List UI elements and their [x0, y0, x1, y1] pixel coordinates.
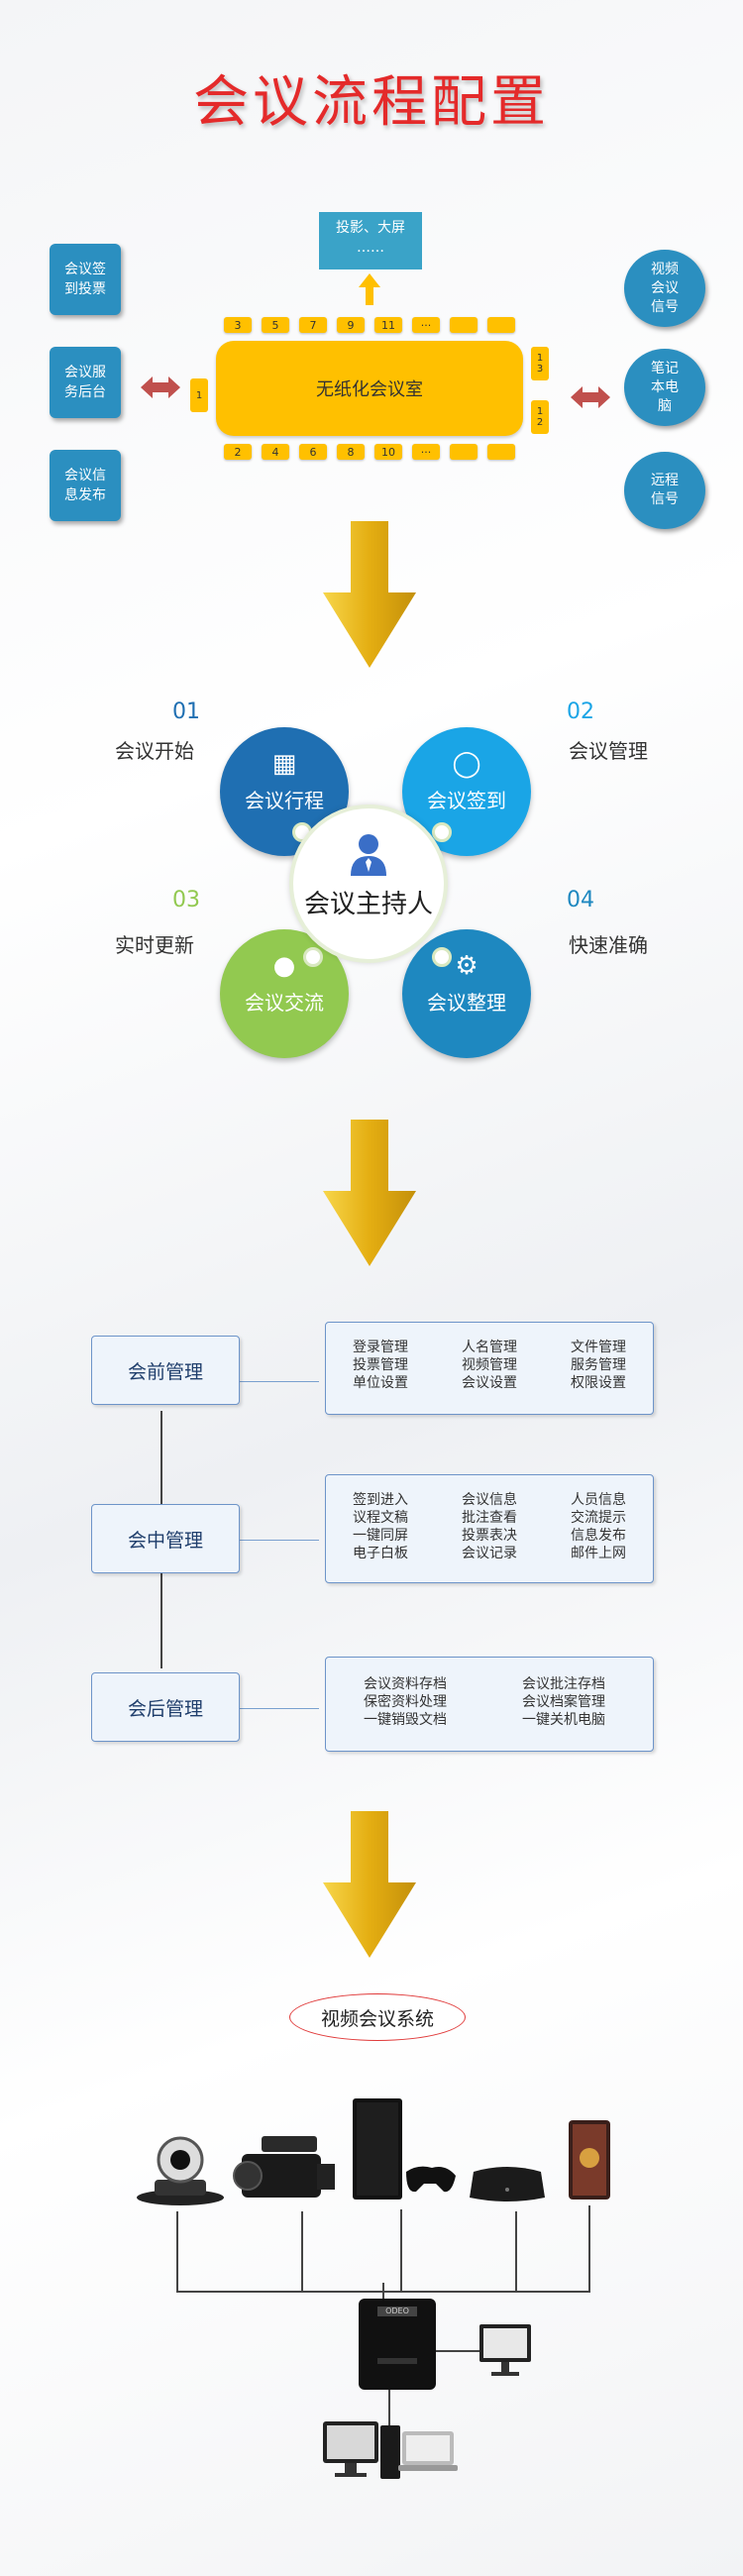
down-arrow-icon — [323, 1811, 416, 1958]
video-conference-label: 视频会议系统 — [289, 1993, 466, 2041]
pc-link-line — [388, 2390, 390, 2425]
double-arrow-icon — [141, 376, 180, 398]
game-console-icon — [353, 2098, 456, 2200]
remote-signal-circle: 远程信号 — [624, 452, 705, 529]
device-link-line — [301, 2211, 303, 2291]
step-label: 会议管理 — [569, 739, 648, 763]
calendar-icon: ▦ — [271, 749, 297, 779]
double-arrow-icon — [571, 386, 610, 408]
computers-icon — [323, 2421, 458, 2479]
seat — [450, 444, 478, 460]
host-label: 会议主持人 — [303, 890, 433, 919]
monitor-icon — [479, 2324, 531, 2376]
circle-organize: ⚙ 会议整理 — [402, 929, 531, 1058]
stage-pre-meeting: 会前管理 — [91, 1336, 240, 1405]
seat: 11 — [374, 317, 402, 333]
connector-dot — [432, 822, 452, 842]
seat: 10 — [374, 444, 402, 460]
post-meeting-features: 会议资料存档会议批注存档 保密资料处理会议档案管理 一键销毁文档一键关机电脑 — [325, 1657, 654, 1752]
left-seat: 1 — [190, 378, 208, 412]
step-label: 实时更新 — [115, 933, 194, 957]
projector-label: 投影、大屏 — [336, 220, 405, 236]
down-arrow-icon — [323, 521, 416, 668]
stage-link-line — [238, 1540, 319, 1541]
meeting-table: 无纸化会议室 — [216, 341, 523, 436]
stage-link-line — [238, 1708, 319, 1709]
in-meeting-features: 签到进入会议信息人员信息 议程文稿批注查看交流提示 一键同屏投票表决信息发布 电… — [325, 1474, 654, 1583]
seat — [450, 317, 478, 333]
stage-link-line — [238, 1381, 319, 1382]
page-title: 会议流程配置 — [193, 70, 550, 135]
seat: 3 — [224, 317, 252, 333]
device-link-line — [176, 2211, 178, 2291]
set-top-box-icon — [470, 2167, 545, 2201]
chat-icon: ● — [272, 951, 296, 981]
info-publish-box: 会议信息发布 — [50, 450, 121, 521]
stage-post-meeting: 会后管理 — [91, 1672, 240, 1742]
service-backend-box: 会议服务后台 — [50, 347, 121, 418]
host-brand: ODEO — [377, 2307, 417, 2316]
up-arrow-icon — [359, 273, 380, 305]
seat: 9 — [337, 317, 365, 333]
projector-box: 投影、大屏 …… — [319, 212, 422, 269]
host-center-circle: 会议主持人 — [289, 805, 448, 963]
seat: 2 — [224, 444, 252, 460]
person-icon — [351, 834, 386, 876]
seat: 7 — [299, 317, 327, 333]
pre-meeting-features: 登录管理人名管理文件管理 投票管理视频管理服务管理 单位设置会议设置权限设置 — [325, 1322, 654, 1415]
seat: 8 — [337, 444, 365, 460]
stage-in-meeting: 会中管理 — [91, 1504, 240, 1573]
projector-ellipsis: …… — [357, 240, 384, 256]
video-host-unit: ODEO — [359, 2299, 436, 2390]
video-signal-circle: 视频会议信号 — [624, 250, 705, 327]
laptop-circle: 笔记本电脑 — [624, 349, 705, 426]
connector-dot — [303, 947, 323, 967]
down-arrow-icon — [323, 1120, 416, 1266]
monitor-link-line — [436, 2350, 505, 2352]
seat: 6 — [299, 444, 327, 460]
top-seat-row: 3 5 7 9 11 ··· — [224, 317, 521, 335]
table-label: 无纸化会议室 — [316, 379, 423, 400]
step-number: 03 — [172, 888, 200, 912]
seat: 5 — [262, 317, 289, 333]
step-number: 01 — [172, 699, 200, 724]
step-number: 04 — [567, 888, 594, 912]
device-link-line — [515, 2211, 517, 2291]
step-number: 02 — [567, 699, 594, 724]
host-link-line — [382, 2283, 384, 2301]
seat — [487, 444, 515, 460]
seat: 4 — [262, 444, 289, 460]
step-label: 快速准确 — [569, 933, 648, 957]
seat — [487, 317, 515, 333]
seat: ··· — [412, 317, 440, 333]
device-link-line — [588, 2205, 590, 2291]
camcorder-icon — [233, 2136, 335, 2198]
connector-dot — [432, 947, 452, 967]
sign-in-voting-box: 会议签到投票 — [50, 244, 121, 315]
host-slot — [377, 2358, 417, 2364]
camera-icon — [137, 2136, 224, 2205]
seat: ··· — [412, 444, 440, 460]
lightbulb-icon: ◯ — [452, 749, 481, 779]
device-link-line — [400, 2209, 402, 2291]
step-label: 会议开始 — [115, 739, 194, 763]
bottom-seat-row: 2 4 6 8 10 ··· — [224, 444, 521, 462]
phone-icon — [569, 2120, 610, 2200]
gear-icon: ⚙ — [455, 951, 478, 981]
